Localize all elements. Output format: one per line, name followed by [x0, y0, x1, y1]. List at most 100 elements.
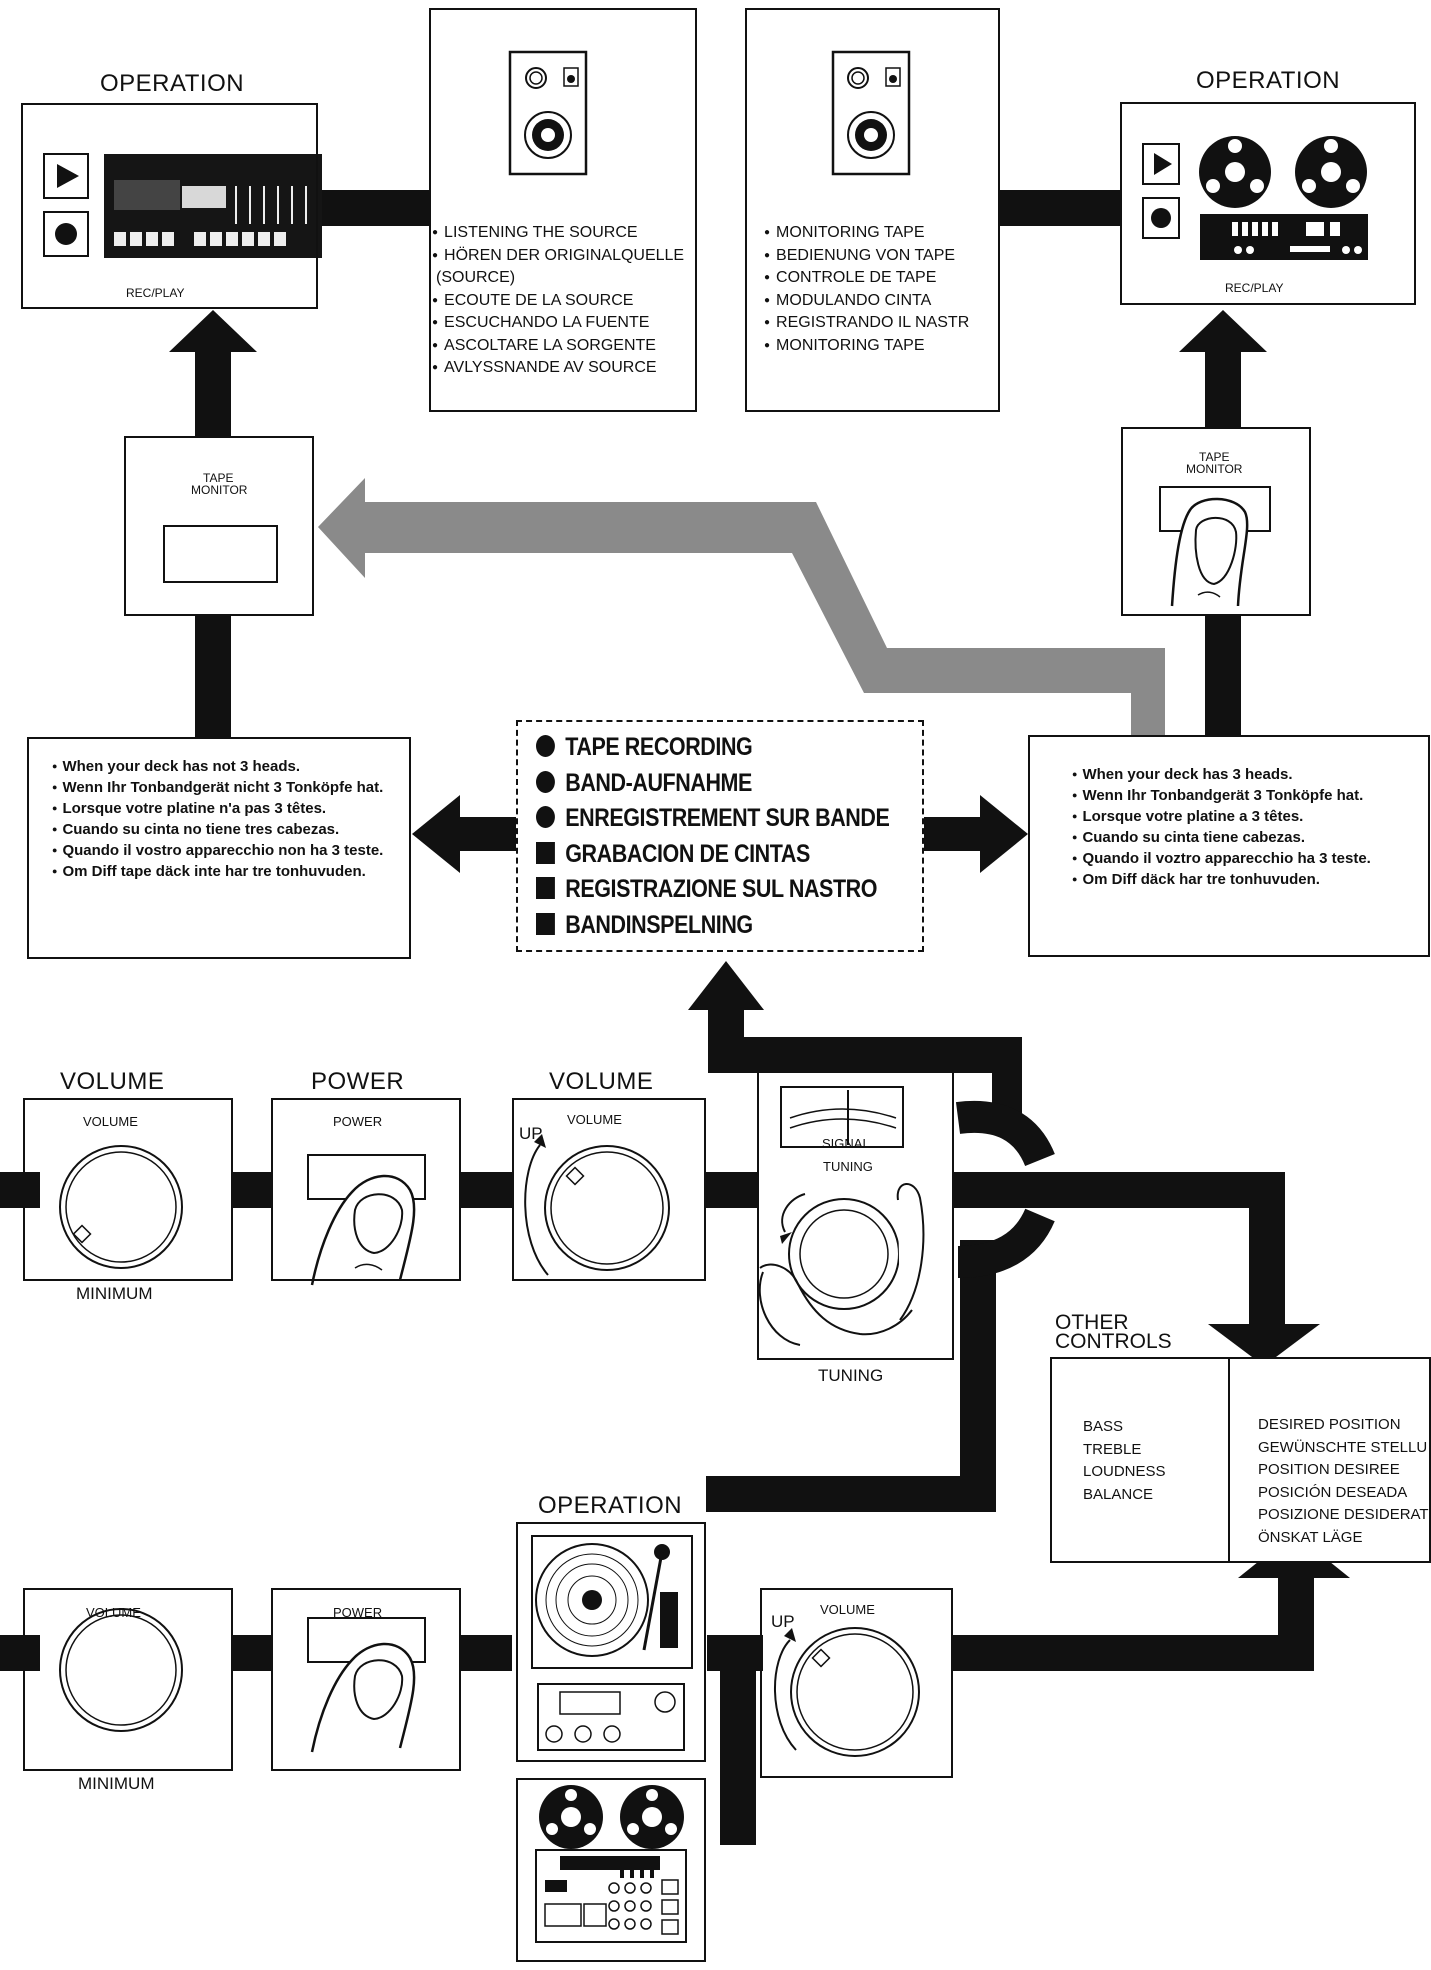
list-item: Lorsque votre platine n'a pas 3 têtes.	[52, 798, 402, 819]
main-title-item: GRABACION DE CINTAS	[536, 837, 889, 873]
list-item: Wenn Ihr Tonbandgerät nicht 3 Tonköpfe h…	[52, 777, 402, 798]
power-heading-1: POWER	[311, 1068, 405, 1095]
main-title-list: TAPE RECORDING BAND-AUFNAHME ENREGISTREM…	[536, 730, 890, 944]
top-right-caption: REC/PLAY	[1225, 281, 1284, 295]
main-title-item: ENREGISTREMENT SUR BANDE	[536, 801, 890, 837]
list-item: HÖREN DER ORIGINALQUELLE	[432, 245, 684, 268]
speaker-icon	[508, 50, 588, 176]
reel-to-reel-deck-icon	[535, 1785, 687, 1943]
list-item: Om Diff tape däck inte har tre tonhuvude…	[52, 861, 402, 882]
tuning-caption: TUNING	[818, 1366, 884, 1385]
main-title-box	[516, 720, 924, 952]
list-item: ESCUCHANDO LA FUENTE	[432, 312, 684, 335]
list-item: CONTROLE DE TAPE	[764, 267, 969, 290]
note-right-list: When your deck has 3 heads. Wenn Ihr Ton…	[1072, 764, 1422, 890]
tape-monitor-left-label-1: TAPE	[203, 471, 234, 485]
other-controls-right-list: DESIRED POSITION GEWÜNSCHTE STELLU POSIT…	[1258, 1414, 1429, 1549]
operation-turntable-box	[516, 1522, 706, 1762]
list-item: When your deck has 3 heads.	[1072, 764, 1422, 785]
power-inner-label-1: POWER	[333, 1114, 383, 1129]
tape-monitor-button-icon	[163, 525, 278, 583]
list-item: Cuando su cinta no tiene tres cabezas.	[52, 819, 402, 840]
list-item: MODULANDO CINTA	[764, 290, 969, 313]
reel-to-reel-deck-icon	[1142, 136, 1368, 260]
curved-connectors	[955, 1101, 1055, 1278]
finger-press-icon	[1159, 486, 1271, 607]
volume-knob-icon	[59, 1608, 183, 1732]
note-left-list: When your deck has not 3 heads. Wenn Ihr…	[52, 756, 402, 882]
list-item: POSITION DESIREE	[1258, 1461, 1400, 1478]
list-item: LISTENING THE SOURCE	[432, 222, 684, 245]
up-label-2: UP	[771, 1612, 795, 1631]
other-controls-left-list: BASS TREBLE LOUDNESS BALANCE	[1083, 1416, 1166, 1506]
tape-monitor-left-label-2: MONITOR	[191, 483, 248, 497]
list-item: Lorsque votre platine a 3 têtes.	[1072, 806, 1422, 827]
circle-bullet-icon	[536, 770, 555, 793]
volume-inner-label-4: VOLUME	[820, 1602, 875, 1617]
list-item: ÖNSKAT LÄGE	[1258, 1528, 1363, 1546]
volume-inner-label-2: VOLUME	[567, 1112, 622, 1127]
circle-bullet-icon	[536, 806, 555, 828]
tuner-box	[757, 1054, 954, 1360]
list-item: Om Diff däck har tre tonhuvuden.	[1072, 869, 1422, 890]
tuning-inner-label: TUNING	[823, 1159, 873, 1174]
list-item: Quando il vostro apparecchio non ha 3 te…	[52, 840, 402, 861]
other-controls-box	[1050, 1357, 1431, 1563]
operation-heading-row2: OPERATION	[538, 1492, 683, 1519]
cassette-deck-icon	[43, 153, 322, 258]
volume-up-box-2	[760, 1588, 953, 1778]
top-right-deck-box	[1120, 102, 1416, 305]
list-item: MONITORING TAPE	[764, 222, 969, 245]
top-right-heading: OPERATION	[1196, 67, 1341, 94]
volume-min-box-2	[23, 1588, 233, 1771]
minimum-caption-2: MINIMUM	[78, 1774, 155, 1793]
source-panel-box	[429, 8, 697, 412]
list-item: Wenn Ihr Tonbandgerät 3 Tonköpfe hat.	[1072, 785, 1422, 806]
volume-inner-label-1: VOLUME	[83, 1114, 138, 1129]
circle-bullet-icon	[536, 735, 555, 757]
volume-up-box-1	[512, 1098, 706, 1281]
source-panel-list: LISTENING THE SOURCE HÖREN DER ORIGINALQ…	[432, 222, 684, 380]
square-bullet-icon	[536, 877, 555, 899]
operation-reel-box	[516, 1778, 706, 1962]
tape-monitor-right-label-1: TAPE	[1199, 450, 1230, 464]
other-controls-heading-1: OTHER	[1055, 1311, 1129, 1334]
tape-panel-box	[745, 8, 1000, 412]
finger-press-icon	[307, 1154, 426, 1286]
volume-heading-2: VOLUME	[549, 1068, 654, 1095]
list-item: BALANCE	[1083, 1485, 1154, 1503]
list-item: Cuando su cinta tiene cabezas.	[1072, 827, 1422, 848]
square-bullet-icon	[536, 841, 555, 864]
list-item: REGISTRANDO IL NASTR	[764, 312, 969, 335]
volume-inner-label-3: VOLUME	[86, 1605, 141, 1620]
power-inner-label-2: POWER	[333, 1605, 383, 1620]
list-item: ECOUTE DE LA SOURCE	[432, 290, 684, 313]
list-item: BASS	[1083, 1418, 1124, 1435]
list-item: AVLYSSNANDE AV SOURCE	[432, 357, 684, 380]
tape-panel-list: MONITORING TAPE BEDIENUNG VON TAPE CONTR…	[764, 222, 969, 357]
other-controls-divider	[1228, 1357, 1230, 1563]
list-item: (SOURCE)	[436, 269, 516, 286]
list-item: MONITORING TAPE	[764, 335, 969, 358]
main-title-item: BANDINSPELNING	[536, 908, 889, 944]
list-item: ASCOLTARE LA SORGENTE	[432, 335, 684, 358]
tape-monitor-right-box	[1121, 427, 1311, 616]
other-controls-heading-2: CONTROLS	[1055, 1330, 1172, 1353]
list-item: BEDIENUNG VON TAPE	[764, 245, 969, 268]
top-left-caption: REC/PLAY	[126, 286, 185, 300]
power-box-2	[271, 1588, 461, 1771]
grey-feedback-arrow	[318, 478, 1165, 735]
tuning-dial-icon	[758, 1086, 925, 1346]
list-item: GEWÜNSCHTE STELLU	[1258, 1438, 1428, 1456]
finger-press-icon	[307, 1617, 426, 1753]
list-item: LOUDNESS	[1083, 1463, 1166, 1480]
up-label-1: UP	[519, 1124, 543, 1143]
list-item: TREBLE	[1083, 1440, 1142, 1458]
turntable-icon	[531, 1535, 693, 1751]
list-item: When your deck has not 3 heads.	[52, 756, 402, 777]
volume-min-box-1	[23, 1098, 233, 1281]
list-item: Quando il voztro apparecchio ha 3 teste.	[1072, 848, 1422, 869]
tape-monitor-left-box	[124, 436, 314, 616]
main-title-item: REGISTRAZIONE SUL NASTRO	[536, 872, 889, 908]
